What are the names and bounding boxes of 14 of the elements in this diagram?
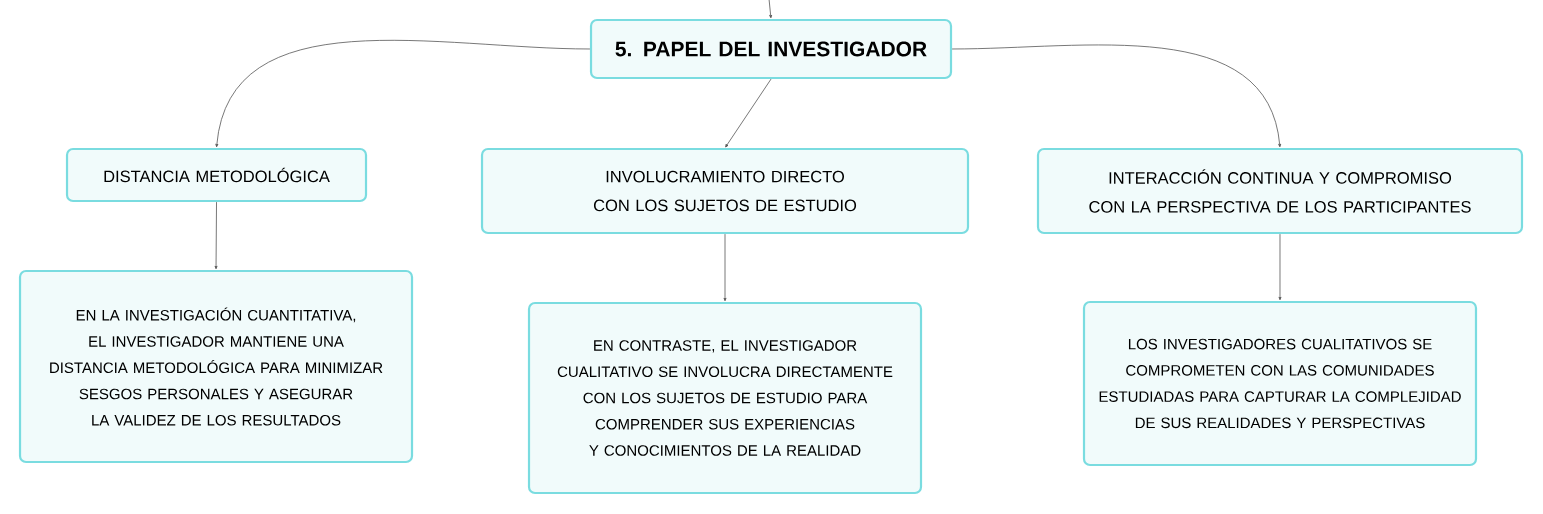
- description-box: EN LA INVESTIGACIÓN CUANTITATIVA, EL INVESTIGADOR MANTIENE UNA DISTANCIA METODOLÓGICA PARA MINIMIZAR SESGOS PERSONALES Y ASEGURAR LA VALIDEZ DE LOS RESULTADOS: [18, 269, 414, 464]
- arrow: [1278, 233, 1282, 301]
- topic-box: INVOLUCRAMIENTO DIRECTO CON LOS SUJETOS DE ESTUDIO: [480, 147, 970, 235]
- arrow: [725, 78, 772, 148]
- arrow: [723, 233, 727, 302]
- topic-box: DISTANCIA METODOLÓGICA: [65, 147, 368, 203]
- arrow: [214, 201, 218, 270]
- arrow: [768, 0, 773, 19]
- arrow: [215, 39, 591, 148]
- description-box: EN CONTRASTE, EL INVESTIGADOR CUALITATIVO SE INVOLUCRA DIRECTAMENTE CON LOS SUJETOS DE ESTUDIO PARA COMPRENDER SUS EXPERIENCIAS Y CONOCIMIENTOS DE LA REALIDAD: [527, 301, 923, 495]
- arrow: [951, 44, 1282, 148]
- title-box: 5. PAPEL DEL INVESTIGADOR: [589, 18, 953, 80]
- topic-box: INTERACCIÓN CONTINUA Y COMPROMISO CON LA PERSPECTIVA DE LOS PARTICIPANTES: [1036, 147, 1524, 235]
- description-box: LOS INVESTIGADORES CUALITATIVOS SE COMPROMETEN CON LAS COMUNIDADES ESTUDIADAS PARA CAPTURAR LA COMPLEJIDAD DE SUS REALIDADES Y PERSPECTIVAS: [1082, 300, 1478, 467]
